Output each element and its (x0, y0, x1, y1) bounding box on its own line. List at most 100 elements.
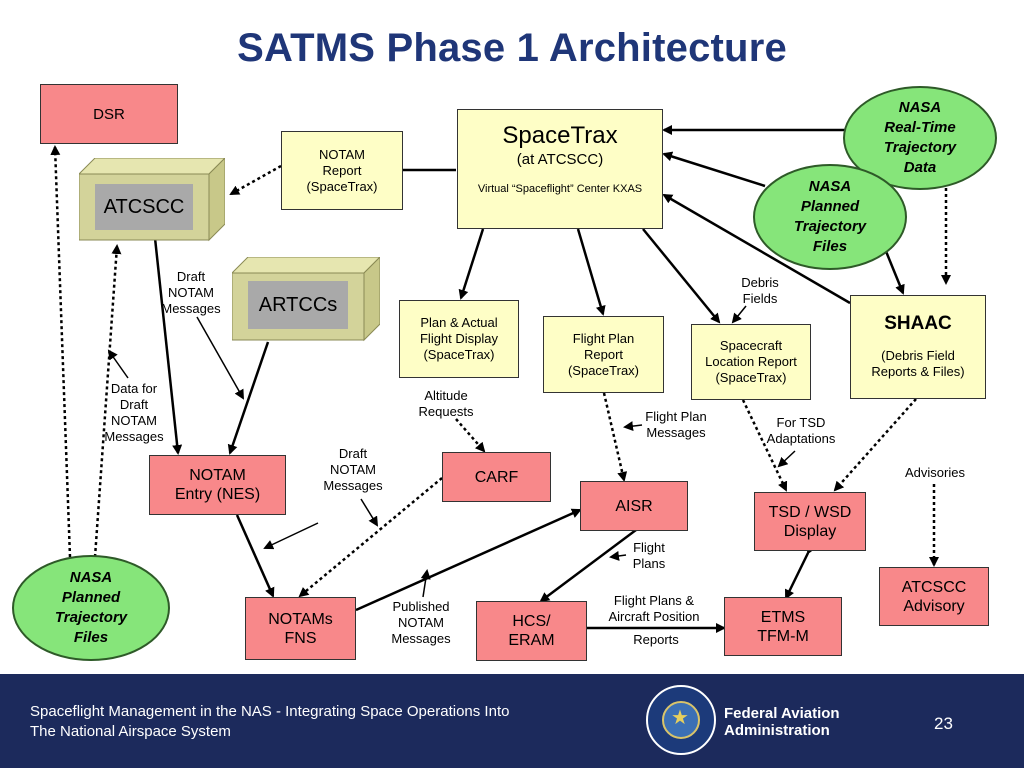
nasa-planned-right-oval: NASA Planned Trajectory Files (753, 164, 907, 270)
hcs-eram-line2: ERAM (508, 632, 555, 649)
pointer-flight-plans (609, 550, 627, 561)
notam-report-line3: (SpaceTrax) (306, 178, 378, 194)
flight-plan-report-box: Flight Plan Report (SpaceTrax) (543, 316, 664, 393)
pointer-draft2-left (263, 522, 319, 550)
pointer-for-tsd (777, 450, 796, 468)
pub-line2: NOTAM (398, 615, 444, 630)
planned-left-line4: Files (73, 629, 109, 646)
debris-line1: Debris (741, 275, 779, 290)
planned-right-line1: NASA (808, 178, 852, 195)
draft2-line3: Messages (323, 478, 383, 493)
label-published-notam: Published NOTAM Messages (386, 599, 456, 647)
pointer-published (420, 569, 431, 598)
label-flight-plan-messages: Flight Plan Messages (640, 409, 712, 441)
label-flight-plans-aircraft: Flight Plans & Aircraft Position (598, 593, 710, 625)
atcscc-advisory-line2: Advisory (903, 597, 965, 615)
arrow-aisr-to-hcs (539, 528, 637, 603)
hcs-eram-box: HCS/ ERAM (476, 601, 587, 661)
faa-org-name: Federal Aviation Administration (724, 705, 840, 739)
dotted-planned-left-to-atcscc (93, 244, 122, 558)
data-draft-line4: Messages (104, 429, 164, 444)
label-advisories: Advisories (905, 465, 965, 480)
arrow-artccs-to-notam-entry (227, 341, 270, 455)
atcscc-cube-depth (79, 158, 225, 242)
aisr-label: AISR (615, 497, 653, 515)
footer-text-line1: Spaceflight Management in the NAS - Inte… (30, 703, 510, 720)
planned-left-line1: NASA (69, 569, 113, 586)
realtime-line2: Real-Time (884, 119, 956, 136)
dotted-carf-to-fns (298, 477, 443, 598)
planned-right-line3: Trajectory (793, 218, 867, 235)
arrow-shaac-to-spacetrax (662, 193, 851, 305)
plan-actual-line2: Flight Display (419, 331, 499, 346)
shaac-title: SHAAC (884, 313, 952, 334)
notam-entry-line1: NOTAM (189, 467, 246, 484)
fp-line2: Plans (632, 556, 666, 571)
shaac-box: SHAAC (Debris Field Reports & Files) (850, 295, 986, 399)
label-draft-notam-1: Draft NOTAM Messages (158, 269, 224, 317)
spacetrax-title: SpaceTrax (502, 122, 618, 149)
arrow-planned-to-spacetrax (662, 151, 766, 188)
plan-actual-line1: Plan & Actual (420, 315, 498, 330)
altitude-line1: Altitude (424, 388, 468, 403)
arrow-fns-to-aisr (355, 508, 582, 612)
plan-actual-line3: (SpaceTrax) (423, 347, 495, 362)
spacetrax-note: Virtual “Spaceflight” Center KXAS (477, 183, 643, 195)
notam-report-line2: Report (322, 162, 362, 178)
realtime-line4: Data (903, 159, 937, 176)
notam-entry-line2: Entry (NES) (174, 486, 261, 503)
planned-right-line2: Planned (800, 198, 860, 215)
dotted-altitude-to-carf (455, 418, 486, 453)
notams-fns-box: NOTAMs FNS (245, 597, 356, 660)
draft2-line2: NOTAM (330, 462, 376, 477)
dsr-label: DSR (93, 105, 125, 123)
debris-line2: Fields (742, 291, 778, 306)
arrow-notam-entry-to-fns (235, 514, 275, 598)
arrow-spacetrax-to-flight-plan-report (576, 228, 606, 316)
label-for-tsd: For TSD Adaptations (758, 415, 844, 447)
shaac-subtitle-line1: (Debris Field (881, 348, 955, 363)
draft2-line1: Draft (338, 446, 368, 461)
tsd-wsd-box: TSD / WSD Display (754, 492, 866, 551)
label-data-for-draft: Data for Draft NOTAM Messages (98, 381, 170, 445)
flight-plan-report-line3: (SpaceTrax) (567, 362, 640, 378)
nasa-planned-left-oval: NASA Planned Trajectory Files (12, 555, 170, 661)
page-title: SATMS Phase 1 Architecture (237, 26, 787, 70)
spacecraft-location-line1: Spacecraft (719, 338, 783, 353)
label-altitude-requests: Altitude Requests (408, 388, 484, 420)
label-reports: Reports (633, 632, 679, 647)
pointer-draft1 (196, 316, 244, 400)
pub-line1: Published (392, 599, 450, 614)
etms-line1: ETMS (760, 608, 806, 626)
shaac-subtitle-line2: Reports & Files) (871, 364, 965, 379)
fortsd-line1: For TSD (776, 415, 826, 430)
arrow-tsd-etms (784, 543, 817, 600)
notams-fns-line1: NOTAMs (268, 610, 333, 628)
footer-bar: Spaceflight Management in the NAS - Inte… (0, 674, 1024, 768)
dotted-planned-left-to-dsr (50, 145, 72, 558)
dotted-spacecraft-to-tsd (741, 399, 788, 492)
arrow-spacetrax-to-plan-actual (458, 228, 485, 300)
spacetrax-box: SpaceTrax (at ATCSCC) Virtual “Spaceflig… (457, 109, 663, 229)
notam-report-line1: NOTAM (319, 146, 365, 162)
faa-line2: Administration (724, 722, 830, 739)
fpm-line1: Flight Plan (645, 409, 707, 424)
faa-seal-icon: ★ (646, 685, 716, 755)
carf-box: CARF (442, 452, 551, 502)
draft1-line2: NOTAM (168, 285, 214, 300)
realtime-line1: NASA (898, 99, 942, 116)
etms-line2: TFM-M (757, 627, 809, 645)
fp-line1: Flight (633, 540, 665, 555)
spacetrax-subtitle: (at ATCSCC) (516, 151, 604, 168)
label-debris-fields: Debris Fields (730, 275, 790, 307)
planned-left-line2: Planned (61, 589, 121, 606)
data-draft-line3: NOTAM (111, 413, 157, 428)
draft1-line3: Messages (161, 301, 221, 316)
artccs-cube: ARTCCs (232, 257, 380, 342)
realtime-line3: Trajectory (883, 139, 957, 156)
notam-report-box: NOTAM Report (SpaceTrax) (281, 131, 403, 210)
arrow-spacetrax-to-spacecraft-loc (642, 228, 721, 324)
data-draft-line1: Data for (110, 381, 158, 396)
flight-plan-report-line1: Flight Plan (572, 330, 635, 346)
page-number: 23 (934, 714, 953, 733)
